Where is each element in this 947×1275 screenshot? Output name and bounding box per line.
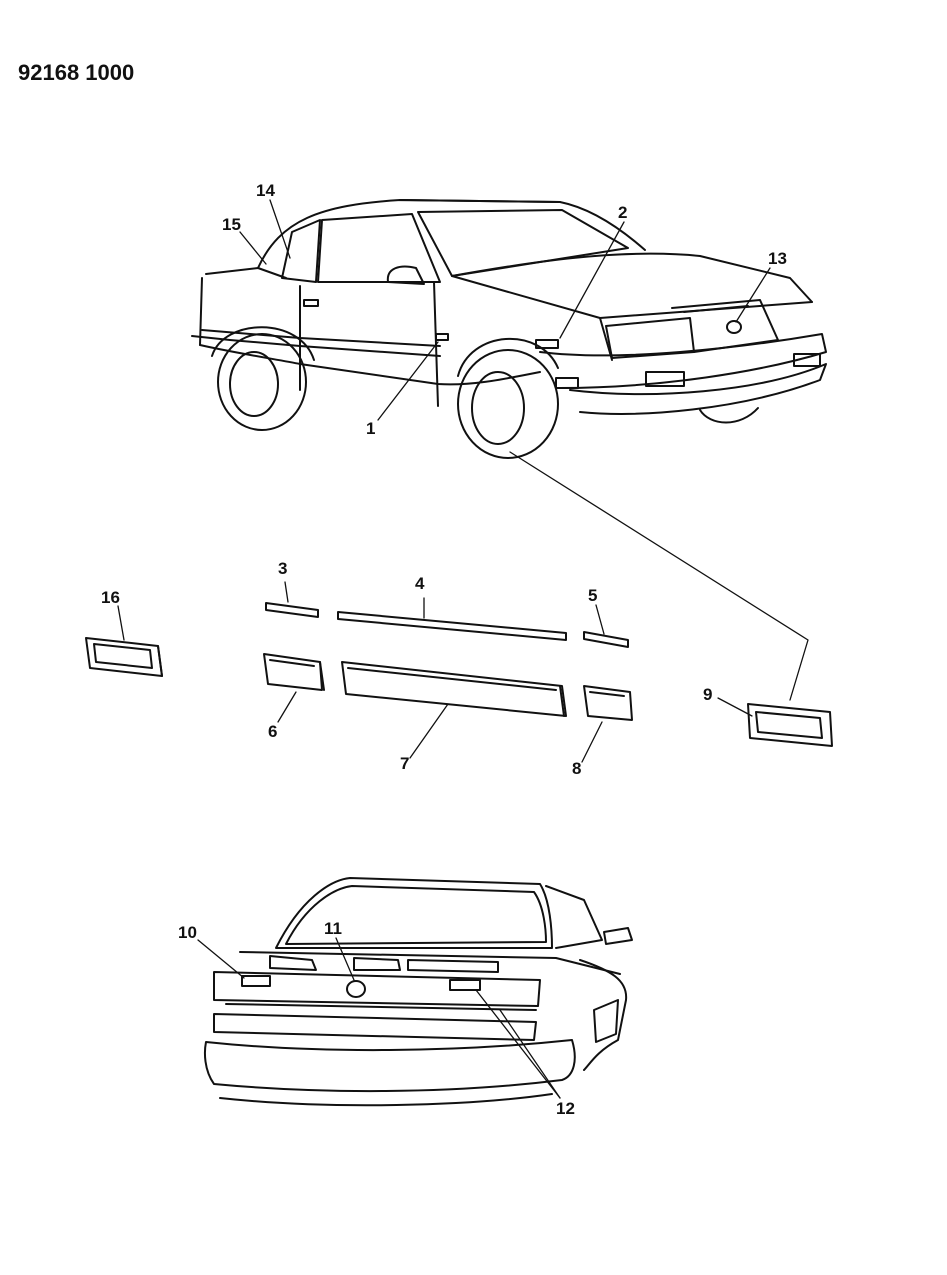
- callout-14: 14: [256, 181, 275, 200]
- callout-7: 7: [400, 754, 409, 773]
- document-id: 92168 1000: [18, 60, 134, 85]
- car-rear-view: [204, 877, 633, 1107]
- mouldings-parts: [85, 602, 833, 747]
- callout-8: 8: [572, 759, 581, 778]
- callout-5: 5: [588, 586, 597, 605]
- callout-11: 11: [324, 919, 342, 938]
- callout-12: 12: [556, 1099, 575, 1118]
- callout-10: 10: [178, 923, 197, 942]
- callout-labels: 1 2 3 4 5 6 7 8 9 10 11 12 13 14 15 16: [101, 181, 787, 1118]
- callout-13: 13: [768, 249, 787, 268]
- callout-3: 3: [278, 559, 287, 578]
- callout-9: 9: [703, 685, 712, 704]
- callout-6: 6: [268, 722, 277, 741]
- leader-lines: [117, 199, 771, 1099]
- callout-15: 15: [222, 215, 241, 234]
- leader-line-9: [509, 451, 809, 701]
- car-front-view: [191, 199, 827, 459]
- callout-4: 4: [415, 574, 425, 593]
- callout-1: 1: [366, 419, 375, 438]
- callout-2: 2: [618, 203, 627, 222]
- callout-16: 16: [101, 588, 120, 607]
